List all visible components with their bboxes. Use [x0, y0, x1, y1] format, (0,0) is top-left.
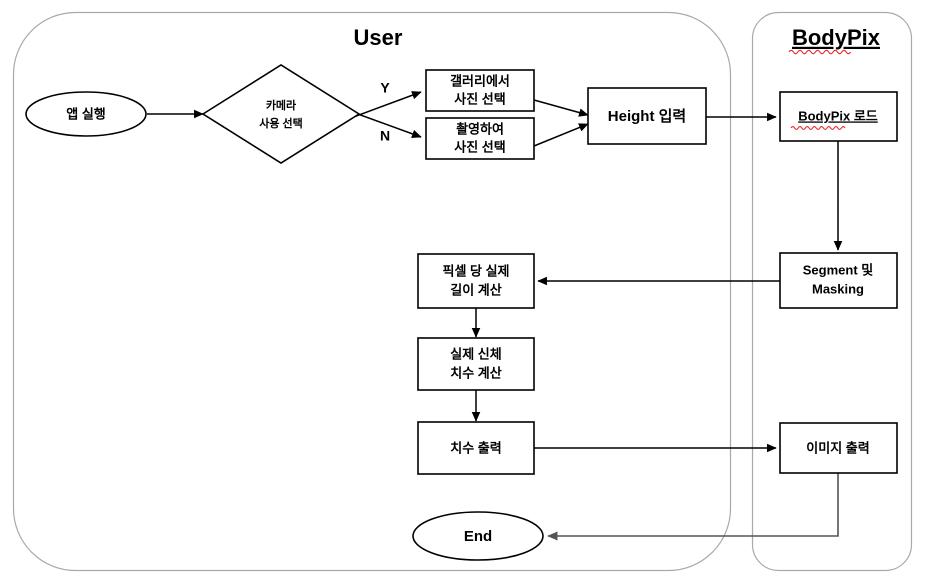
node-capture-label-line1: 촬영하여 — [456, 121, 504, 136]
node-start-shape — [25, 91, 147, 137]
edge-label-no: N — [380, 128, 390, 144]
node-capture-shape — [425, 117, 535, 160]
spellcheck-squiggle-icon — [790, 126, 846, 130]
node-image-output[interactable]: 이미지 출력 — [779, 422, 898, 474]
node-imageout-shape — [779, 422, 898, 474]
node-segment-label-line1: Segment 및 — [803, 262, 874, 277]
node-gallery-label-line1: 갤러리에서 — [450, 73, 510, 88]
lane-user: User — [12, 11, 732, 572]
node-pixlen-label-line1: 픽셀 당 실제 — [442, 263, 509, 278]
node-camera-decision[interactable]: 카메라 사용 선택 — [201, 64, 361, 164]
node-camera-label-line1: 카메라 — [266, 98, 297, 112]
node-pixel-length[interactable]: 픽셀 당 실제 길이 계산 — [417, 253, 535, 309]
node-start-label: 앱 실행 — [66, 106, 106, 121]
spellcheck-squiggle-icon — [788, 49, 852, 55]
node-end-shape — [412, 511, 544, 561]
edge-gallery-to-height — [533, 99, 589, 117]
node-bodysize-label-line1: 실제 신체 — [450, 346, 501, 361]
node-camera-label-line2: 사용 선택 — [259, 116, 303, 130]
node-height-input[interactable]: Height 입력 — [587, 87, 707, 145]
node-end[interactable]: End — [412, 511, 544, 561]
lane-bodypix-title: BodyPix — [792, 25, 881, 50]
node-bodysize-shape — [417, 337, 535, 391]
node-gallery-label-line2: 사진 선택 — [454, 91, 505, 106]
lane-user-border — [12, 11, 732, 572]
node-height-label: Height 입력 — [608, 107, 686, 125]
lane-bodypix-border — [751, 11, 913, 572]
node-end-label: End — [464, 528, 492, 545]
node-capture[interactable]: 촬영하여 사진 선택 — [425, 117, 535, 160]
edge-label-yes: Y — [380, 80, 390, 96]
node-camera-shape — [201, 64, 361, 164]
node-bodypix-load[interactable]: BodyPix 로드 — [779, 91, 898, 142]
edge-capture-to-height — [533, 123, 589, 147]
node-sizeout-shape — [417, 421, 535, 475]
node-bodysize-label-line2: 치수 계산 — [450, 365, 501, 380]
node-imageout-label: 이미지 출력 — [806, 440, 869, 455]
node-body-size[interactable]: 실제 신체 치수 계산 — [417, 337, 535, 391]
lane-user-title: User — [354, 25, 403, 50]
node-height-shape — [587, 87, 707, 145]
node-load-shape — [779, 91, 898, 142]
node-segment-masking[interactable]: Segment 및 Masking — [779, 252, 898, 309]
node-segment-shape — [779, 252, 898, 309]
node-pixlen-label-line2: 길이 계산 — [450, 282, 501, 297]
edge-imageout-to-end — [547, 473, 839, 541]
node-gallery-shape — [425, 69, 535, 112]
node-pixlen-shape — [417, 253, 535, 309]
lane-bodypix: BodyPix — [751, 11, 913, 572]
node-load-label: BodyPix 로드 — [798, 108, 878, 123]
node-sizeout-label: 치수 출력 — [450, 440, 501, 455]
node-start[interactable]: 앱 실행 — [25, 91, 147, 137]
node-size-output[interactable]: 치수 출력 — [417, 421, 535, 475]
node-capture-label-line2: 사진 선택 — [454, 139, 505, 154]
node-segment-label-line2: Masking — [812, 281, 864, 296]
node-gallery[interactable]: 갤러리에서 사진 선택 — [425, 69, 535, 112]
